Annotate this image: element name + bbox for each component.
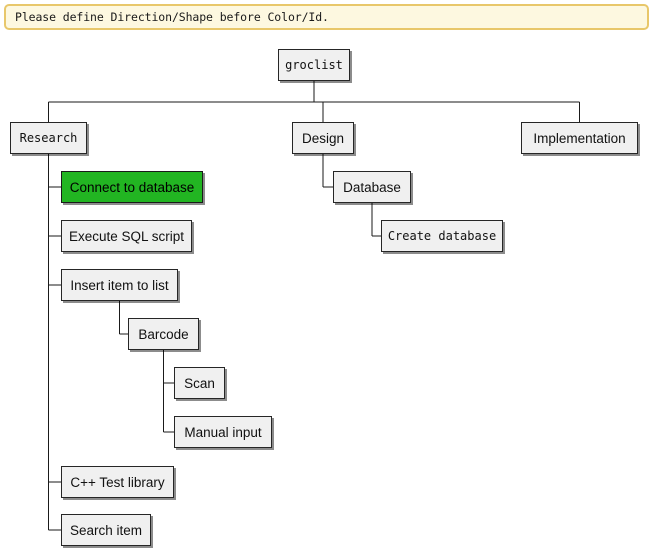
node-cpptest[interactable]: C++ Test library — [61, 466, 174, 498]
node-label: Search item — [69, 522, 143, 538]
node-label: Connect to database — [69, 179, 195, 195]
node-label: Manual input — [184, 424, 262, 440]
node-label: Implementation — [533, 130, 626, 146]
node-label: Database — [343, 179, 401, 195]
node-label: C++ Test library — [70, 474, 165, 490]
node-label: Execute SQL script — [68, 228, 185, 244]
node-research[interactable]: Research — [10, 122, 87, 154]
node-database[interactable]: Database — [333, 171, 411, 203]
warning-banner: Please define Direction/Shape before Col… — [4, 4, 649, 30]
node-design[interactable]: Design — [292, 122, 354, 154]
node-label: Barcode — [138, 326, 189, 342]
node-groclist[interactable]: groclist — [278, 49, 350, 81]
node-createdb[interactable]: Create database — [381, 220, 503, 252]
node-executesql[interactable]: Execute SQL script — [61, 220, 192, 252]
node-searchitem[interactable]: Search item — [61, 514, 151, 546]
node-label: groclist — [285, 58, 343, 72]
node-scan[interactable]: Scan — [174, 367, 225, 399]
node-label: Research — [19, 131, 78, 145]
node-label: Design — [301, 130, 345, 146]
node-barcode[interactable]: Barcode — [128, 318, 199, 350]
node-label: Insert item to list — [70, 277, 169, 293]
node-label: Scan — [184, 375, 215, 391]
node-implementation[interactable]: Implementation — [521, 122, 638, 154]
node-label: Create database — [387, 229, 497, 243]
node-manualinput[interactable]: Manual input — [174, 416, 272, 448]
node-insertitem[interactable]: Insert item to list — [61, 269, 178, 301]
node-connectdb[interactable]: Connect to database — [61, 171, 203, 203]
warning-banner-text: Please define Direction/Shape before Col… — [15, 10, 329, 24]
